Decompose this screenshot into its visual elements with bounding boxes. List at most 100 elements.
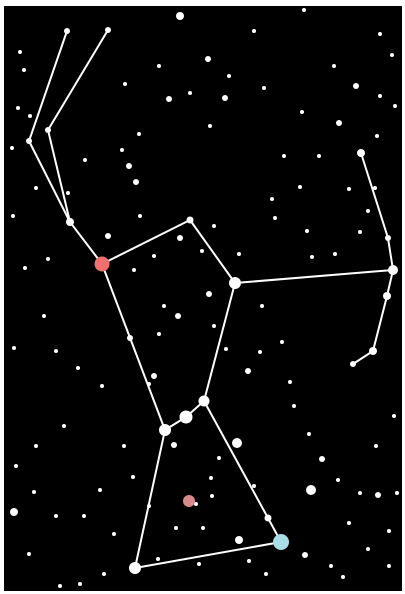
background-star (245, 368, 251, 374)
background-star (18, 50, 22, 54)
constellation-line (48, 130, 70, 222)
background-star (14, 464, 18, 468)
background-star (358, 491, 362, 495)
background-star (305, 229, 309, 233)
shield-star (357, 149, 365, 157)
background-star (10, 508, 18, 516)
belt-star-mintaka (199, 396, 210, 407)
background-star (282, 154, 286, 158)
background-star (288, 380, 292, 384)
bellatrix-star (229, 277, 241, 289)
background-star (200, 249, 204, 253)
background-star (336, 120, 342, 126)
background-star (237, 252, 241, 256)
constellation-lines (29, 30, 393, 568)
background-star (152, 254, 156, 258)
club-star (105, 27, 111, 33)
background-star (393, 104, 397, 108)
background-star (156, 557, 160, 561)
background-star (392, 414, 396, 418)
background-star (76, 366, 80, 370)
background-star (157, 332, 161, 336)
background-star (122, 444, 126, 448)
background-star (390, 53, 394, 57)
background-star (310, 255, 314, 259)
club-star (45, 127, 51, 133)
background-star (222, 95, 228, 101)
background-star (206, 291, 212, 297)
shield-star (383, 292, 391, 300)
constellation-line (48, 30, 108, 130)
background-star (151, 373, 157, 379)
background-star (264, 572, 268, 576)
background-star (358, 230, 362, 234)
background-star (300, 110, 304, 114)
background-star (333, 252, 337, 256)
background-star (387, 564, 391, 568)
head-star (187, 217, 194, 224)
background-star (54, 514, 58, 518)
background-star (16, 106, 20, 110)
background-star (54, 349, 58, 353)
club-star (64, 28, 70, 34)
background-star (102, 572, 106, 576)
background-star (32, 490, 36, 494)
background-star (341, 575, 345, 579)
background-star (197, 562, 201, 566)
background-star (235, 536, 243, 544)
constellation-line (135, 542, 281, 568)
background-star (12, 346, 16, 350)
background-star (201, 526, 205, 530)
background-star (347, 187, 351, 191)
background-star (262, 86, 266, 90)
constellation-line (102, 264, 165, 430)
constellation-line (102, 220, 190, 264)
background-star (375, 492, 381, 498)
background-star (306, 485, 316, 495)
background-star (353, 83, 359, 89)
constellation-line (190, 220, 235, 283)
background-star (177, 235, 183, 241)
background-star (217, 456, 221, 460)
background-star (22, 68, 26, 72)
belt-star-alnilam (180, 411, 193, 424)
background-star (227, 74, 231, 78)
background-star (131, 475, 135, 479)
background-star (366, 547, 370, 551)
background-star (126, 163, 132, 169)
background-star (336, 478, 340, 482)
background-star (210, 494, 214, 498)
background-star (212, 224, 216, 228)
background-star (366, 209, 370, 213)
background-star (132, 268, 136, 272)
background-star (307, 432, 311, 436)
background-star (232, 438, 242, 448)
orion-nebula (183, 495, 195, 507)
star-map-canvas (4, 6, 402, 591)
background-star (317, 154, 321, 158)
background-star (260, 304, 264, 308)
background-star (209, 476, 213, 480)
background-star (98, 488, 102, 492)
background-star (83, 158, 87, 162)
background-star (120, 148, 124, 152)
background-star (212, 324, 216, 328)
betelgeuse-star (95, 257, 110, 272)
background-star (258, 350, 262, 354)
background-star (100, 384, 104, 388)
background-star (374, 444, 378, 448)
background-star (302, 8, 306, 12)
background-star (332, 64, 336, 68)
background-star (133, 179, 139, 185)
constellation-stars (26, 27, 398, 574)
constellation-line (29, 141, 70, 222)
saiph-star (129, 562, 141, 574)
background-star (66, 191, 70, 195)
background-star (34, 444, 38, 448)
background-star (208, 124, 212, 128)
constellation-diagram (4, 6, 402, 591)
background-star (302, 552, 308, 558)
constellation-line (204, 283, 235, 401)
background-star (162, 304, 166, 308)
background-star (23, 266, 27, 270)
